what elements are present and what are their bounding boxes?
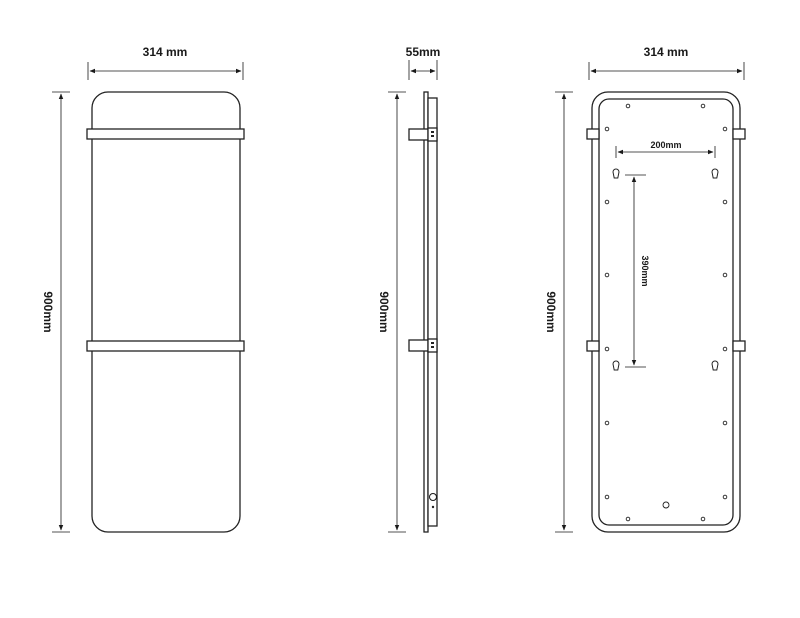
front-towel-bar-bottom <box>86 340 245 352</box>
side-indicator-dot <box>431 505 435 509</box>
side-panel-body <box>427 97 438 527</box>
rear-view: 314 mm 900mm <box>544 45 746 533</box>
front-panel <box>91 91 241 533</box>
rear-bar-stub-top-right <box>732 128 746 140</box>
rear-bar-stub-top-left <box>586 128 600 140</box>
front-width-label: 314 mm <box>143 45 188 59</box>
screw-hole <box>604 346 610 352</box>
side-bracket-top <box>408 128 429 141</box>
screw-hole <box>700 516 706 522</box>
screw-hole <box>625 103 631 109</box>
side-bracket-bottom-screw <box>431 342 434 344</box>
rear-width-label: 314 mm <box>644 45 689 59</box>
screw-hole <box>625 516 631 522</box>
side-bracket-bottom-screw-2 <box>431 346 434 348</box>
keyhole-top-right <box>711 168 719 179</box>
front-height-label: 900mm <box>41 291 55 332</box>
side-power-switch <box>429 493 437 501</box>
screw-hole <box>604 126 610 132</box>
screw-hole <box>722 420 728 426</box>
front-towel-bar-top <box>86 128 245 140</box>
keyhole-bottom-left <box>612 360 620 371</box>
front-view: 314 mm 900mm <box>41 45 245 533</box>
side-bracket-bottom-mount <box>427 338 438 353</box>
bracket-spacing-label: 200mm <box>650 140 681 150</box>
side-bracket-top-screw <box>431 131 434 133</box>
rear-bar-stub-bottom-right <box>732 340 746 352</box>
screw-hole <box>722 494 728 500</box>
screw-hole <box>604 494 610 500</box>
keyhole-top-left <box>612 168 620 179</box>
screw-hole <box>700 103 706 109</box>
screw-hole <box>604 272 610 278</box>
side-bracket-bottom <box>408 339 429 352</box>
rear-bar-stub-bottom-left <box>586 340 600 352</box>
screw-hole <box>722 346 728 352</box>
side-view: 55mm 900mm <box>377 45 441 533</box>
rear-keyhole-hangers <box>612 168 719 371</box>
cable-hole <box>662 501 670 509</box>
screw-hole <box>604 199 610 205</box>
rear-height-label: 900mm <box>544 291 558 332</box>
side-bracket-top-screw-2 <box>431 135 434 137</box>
side-depth-label: 55mm <box>406 45 441 59</box>
keyhole-bottom-right <box>711 360 719 371</box>
screw-hole <box>722 272 728 278</box>
side-height-label: 900mm <box>377 291 391 332</box>
side-bracket-top-mount <box>427 127 438 142</box>
screw-hole <box>722 199 728 205</box>
rear-screw-holes <box>604 103 728 522</box>
rear-inner-plate <box>598 98 734 526</box>
screw-hole <box>604 420 610 426</box>
bracket-vertical-label: 390mm <box>640 255 650 286</box>
screw-hole <box>722 126 728 132</box>
